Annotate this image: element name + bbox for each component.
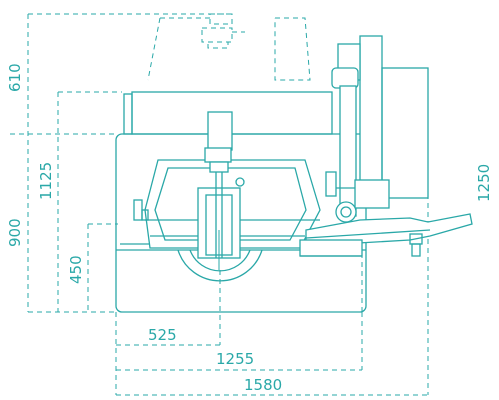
dim-1580: 1580 [244,376,282,394]
dim-1125: 1125 [37,162,55,200]
dim-1255: 1255 [216,350,254,368]
blade-wheel [177,249,263,282]
clamp-assembly [197,111,245,270]
control-arm [325,35,429,223]
dim-900: 900 [6,218,24,247]
dim-525: 525 [148,326,177,344]
dim-1250: 1250 [475,164,493,202]
dim-610: 610 [6,63,24,92]
raised-hood-outline [147,13,311,81]
dim-450: 450 [67,255,85,284]
outfeed-arm [299,213,473,257]
dimension-labels: 610 900 1125 450 1250 525 1255 1580 [6,63,493,394]
left-stop [133,199,149,221]
